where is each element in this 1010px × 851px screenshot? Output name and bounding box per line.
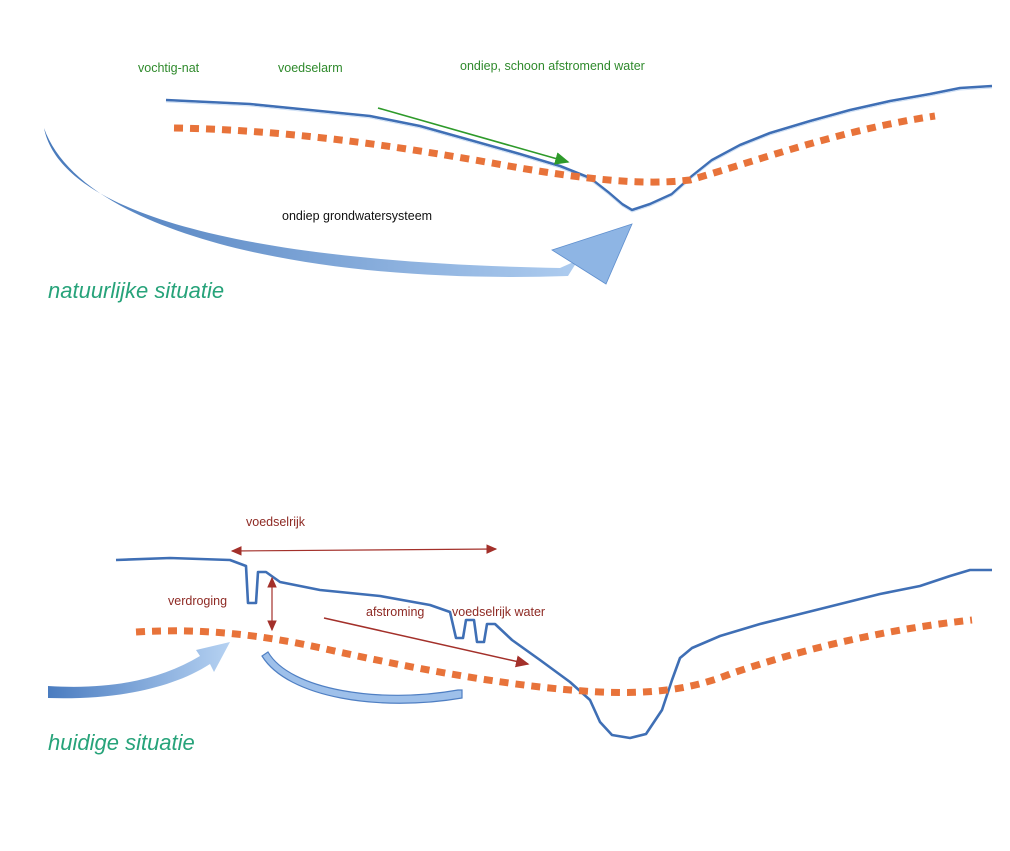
natural-ground-surface	[165, 84, 993, 212]
natural-water-table	[173, 112, 936, 186]
natural-groundwater-flow-arrow	[44, 128, 578, 277]
label-nutrient-rich-water: voedselrijk water	[452, 605, 546, 619]
title-current-situation: huidige situatie	[48, 730, 195, 755]
label-drying: verdroging	[168, 594, 228, 608]
label-wet: vochtig-nat	[138, 61, 200, 75]
current-water-table	[135, 616, 973, 696]
current-groundwater-flow-arrow	[48, 642, 230, 699]
title-natural-situation: natuurlijke situatie	[48, 278, 225, 303]
label-groundwater-system: ondiep grondwatersysteem	[282, 209, 433, 223]
label-runoff: afstroming	[366, 605, 425, 619]
natural-situation-diagram	[44, 84, 993, 285]
current-ground-surface	[115, 556, 992, 740]
current-shallow-flow-arrow	[261, 651, 463, 704]
natural-flow-arrowhead	[551, 223, 633, 285]
nutrient-rich-extent-arrow	[230, 544, 498, 556]
label-nutrient-rich: voedselrijk	[246, 515, 306, 529]
label-shallow-clean-water: ondiep, schoon afstromend water	[460, 59, 645, 73]
current-situation-diagram	[48, 544, 992, 740]
runoff-arrow	[323, 617, 530, 668]
label-nutrient-poor: voedselarm	[278, 61, 343, 75]
natural-surface-flow-arrow	[377, 107, 570, 165]
